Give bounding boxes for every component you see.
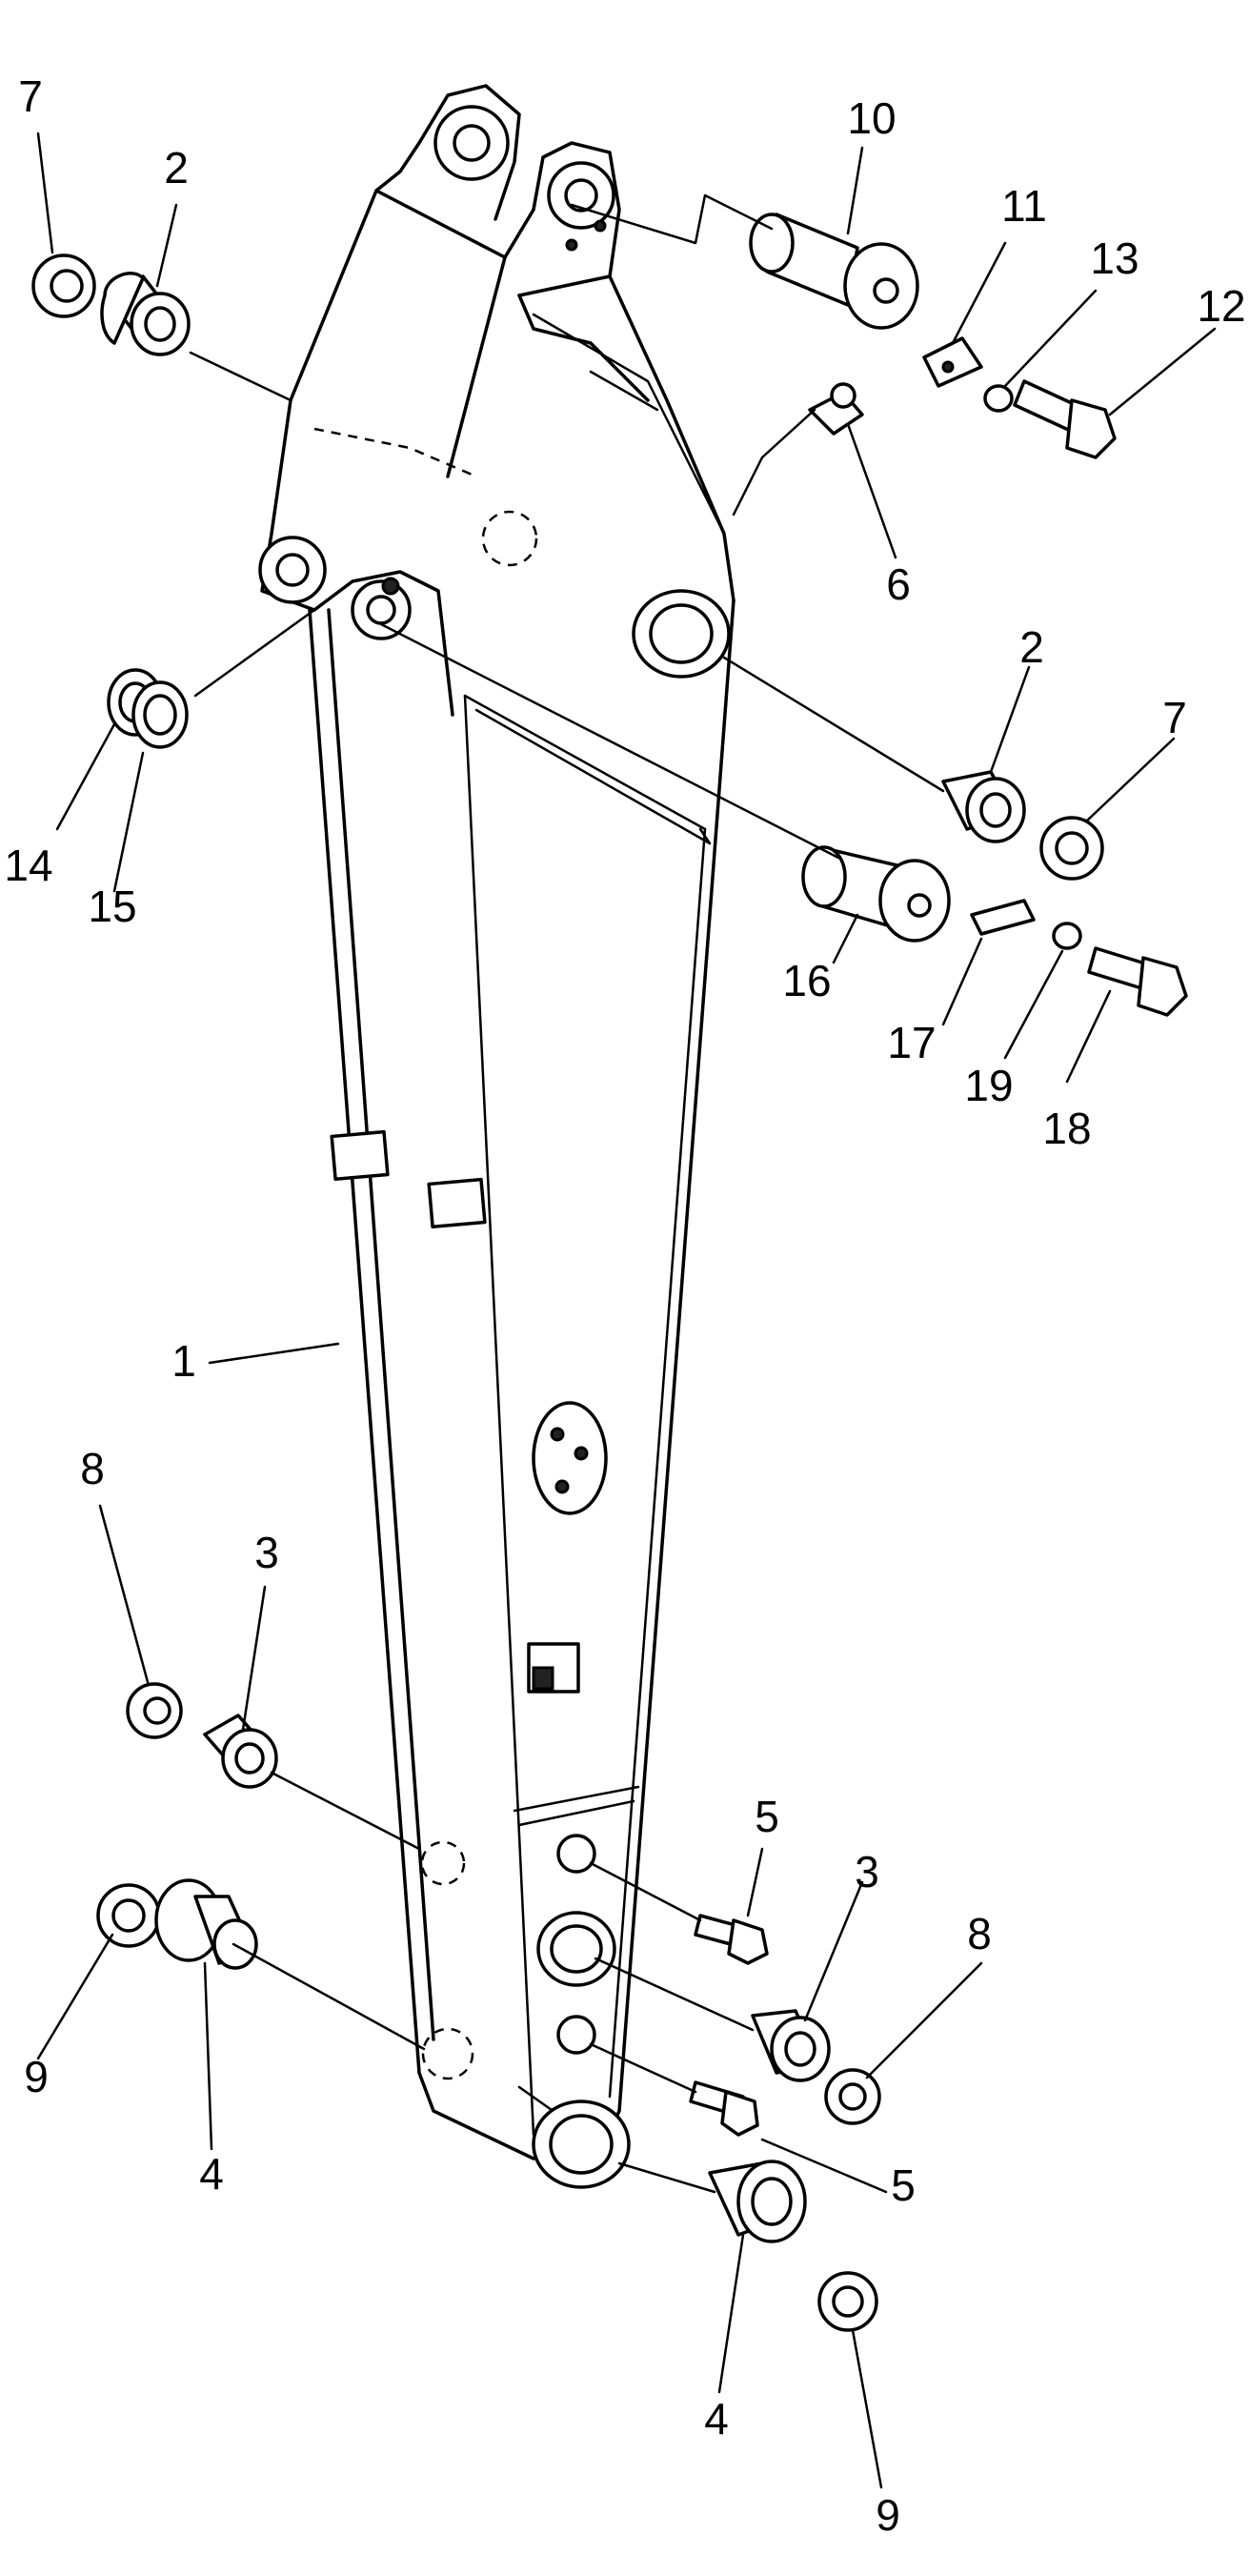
callout-15: 15 <box>88 882 136 931</box>
callout-7-right: 7 <box>1162 693 1187 742</box>
callout-19: 19 <box>964 1061 1013 1110</box>
loose-parts <box>31 213 1188 2332</box>
callout-2-right: 2 <box>1019 622 1044 672</box>
callout-10: 10 <box>847 93 896 143</box>
callout-labels: 7 2 10 11 13 12 6 2 7 14 15 16 17 19 18 … <box>4 71 1245 2540</box>
callout-7-top-left: 7 <box>18 71 43 121</box>
callout-6: 6 <box>886 559 911 609</box>
callout-14: 14 <box>4 841 52 890</box>
callout-9-left: 9 <box>24 2052 49 2101</box>
callout-16: 16 <box>782 956 831 1005</box>
boom-body <box>258 84 735 2189</box>
callout-4-bottom: 4 <box>704 2394 729 2444</box>
callout-12: 12 <box>1197 281 1245 331</box>
callout-8-right: 8 <box>967 1909 992 1958</box>
callout-8-left: 8 <box>80 1444 105 1493</box>
callout-3-right: 3 <box>855 1847 879 1897</box>
callout-13: 13 <box>1090 233 1138 283</box>
callout-1: 1 <box>171 1336 196 1386</box>
callout-3-left: 3 <box>254 1528 279 1577</box>
callout-2-top-left: 2 <box>164 143 189 193</box>
callout-11: 11 <box>1001 181 1047 231</box>
callout-17: 17 <box>887 1018 936 1067</box>
callout-5-lower: 5 <box>891 2160 916 2210</box>
callout-18: 18 <box>1042 1104 1091 1153</box>
callout-5-upper: 5 <box>755 1792 779 1841</box>
callout-9-bottom: 9 <box>876 2490 900 2540</box>
leader-lines <box>36 132 1217 2489</box>
callout-4-left: 4 <box>199 2149 224 2199</box>
